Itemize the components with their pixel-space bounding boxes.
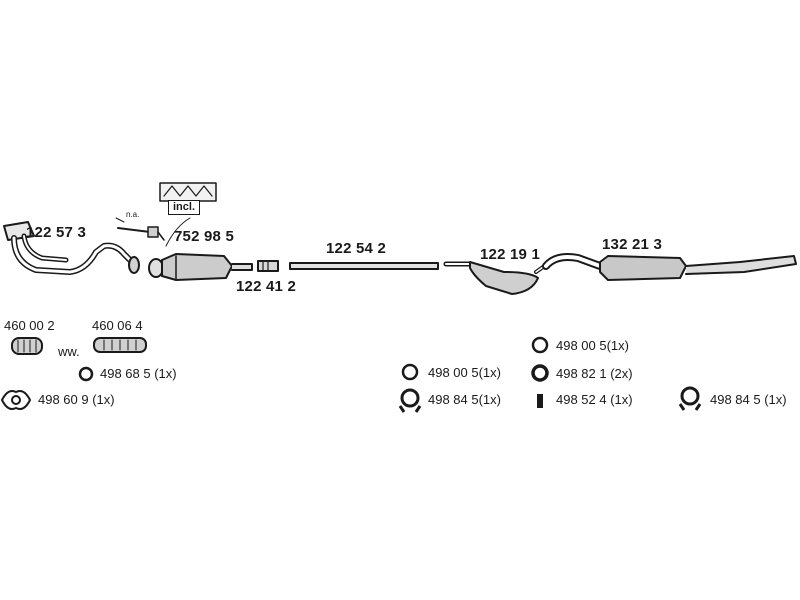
- front-pipe-label: 122 57 3: [26, 224, 86, 241]
- ring-4-label: 498 82 1 (2x): [556, 366, 633, 381]
- rear-silencer-label: 132 21 3: [602, 236, 662, 253]
- ring-2-label: 498 00 5(1x): [556, 338, 629, 353]
- ring-1-label: 498 68 5 (1x): [100, 366, 177, 381]
- clamp-label: 498 52 4 (1x): [556, 392, 633, 407]
- ring-2-icon: [531, 336, 549, 354]
- middle-pipe-label: 122 54 2: [326, 240, 386, 257]
- ring-4-icon: [531, 364, 549, 382]
- rear-silencer-drawing: [542, 253, 797, 281]
- mount-1-icon: [398, 388, 422, 413]
- connector-drawing: [257, 260, 279, 272]
- ring-3-label: 498 00 5(1x): [428, 365, 501, 380]
- gasket-b-drawing: [93, 337, 147, 353]
- flange-gasket-icon: [0, 390, 32, 410]
- incl-note: incl.: [168, 200, 201, 215]
- na-note: n.a.: [126, 210, 140, 219]
- catalyst-drawing: [148, 253, 253, 281]
- gasket-a-drawing: [11, 337, 43, 355]
- connector-label: 122 41 2: [236, 278, 296, 295]
- mount-2-label: 498 84 5 (1x): [710, 392, 787, 407]
- ww-note: ww.: [58, 344, 80, 359]
- center-silencer-label: 122 19 1: [480, 246, 540, 263]
- ring-3-icon: [401, 363, 419, 381]
- ring-1-icon: [78, 366, 94, 382]
- gasket-b-label: 460 06 4: [92, 318, 143, 333]
- catalyst-label: 752 98 5: [174, 228, 234, 245]
- middle-pipe-drawing: [289, 262, 439, 270]
- mount-2-icon: [678, 386, 702, 411]
- flange-gasket-label: 498 60 9 (1x): [38, 392, 115, 407]
- lambda-sensor-drawing: [115, 217, 165, 241]
- front-pipe-drawing: [3, 221, 140, 275]
- mount-1-label: 498 84 5(1x): [428, 392, 501, 407]
- gasket-a-label: 460 00 2: [4, 318, 55, 333]
- incl-bracket-drawing: [159, 182, 217, 247]
